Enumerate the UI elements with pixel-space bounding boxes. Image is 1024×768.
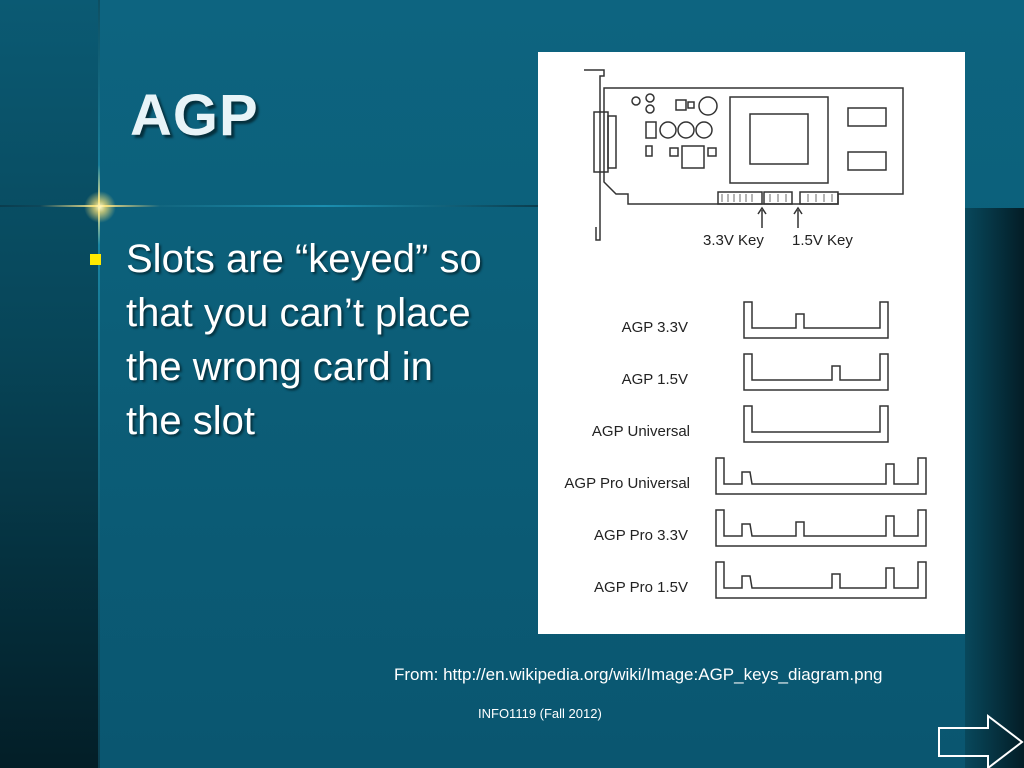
next-slide-button[interactable] — [936, 712, 1024, 768]
slot-label-agp-universal: AGP Universal — [592, 423, 690, 440]
header-divider — [0, 205, 540, 207]
source-caption: From: http://en.wikipedia.org/wiki/Image… — [394, 665, 883, 684]
agp-diagram-drawing: 3.3V Key 1.5V Key AGP 3.3V AGP 1.5V AGP … — [564, 69, 927, 599]
bullet-item: Slots are “keyed” so that you can’t plac… — [126, 237, 482, 443]
slide-footer: INFO1119 (Fall 2012) — [478, 706, 602, 721]
left-band — [0, 0, 100, 768]
sparkle-icon — [84, 191, 116, 223]
arrow-right-icon — [938, 713, 1024, 768]
slot-label-agp-3v3: AGP 3.3V — [622, 319, 688, 336]
bullet-square-icon — [90, 254, 101, 265]
right-shade — [965, 208, 1024, 768]
vertical-divider — [98, 0, 100, 768]
agp-keys-diagram: 3.3V Key 1.5V Key AGP 3.3V AGP 1.5V AGP … — [538, 52, 965, 634]
key-label-1v5: 1.5V Key — [792, 232, 853, 249]
slot-label-agp-pro-universal: AGP Pro Universal — [564, 475, 690, 492]
key-label-3v3: 3.3V Key — [703, 232, 764, 249]
slot-label-agp-pro-3v3: AGP Pro 3.3V — [594, 527, 688, 544]
slot-label-agp-pro-1v5: AGP Pro 1.5V — [594, 579, 688, 596]
slot-label-agp-1v5: AGP 1.5V — [622, 371, 688, 388]
slide-title: AGP — [130, 83, 259, 148]
